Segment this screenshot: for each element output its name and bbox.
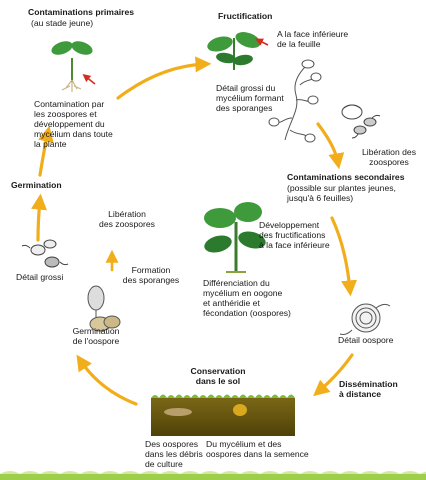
label-oospore-detail: Détail oospore xyxy=(338,335,394,345)
seedling-illustration xyxy=(51,41,96,92)
label-mycelium-in-seed: Du mycélium et des oospores dans la seme… xyxy=(206,439,309,459)
label-zoospore-release-right: Libération des zoospores xyxy=(362,147,416,167)
zoospores-left xyxy=(21,239,69,268)
arrow-oospore-to-soil xyxy=(313,353,354,397)
label-primary-subtitle: (au stade jeune) xyxy=(31,18,94,28)
label-enlarged-detail: Détail grossi xyxy=(16,272,64,282)
label-sporangia-formation: Formation des sporanges xyxy=(122,265,180,285)
arrow-germination-to-primary xyxy=(31,193,48,242)
oospore-detail xyxy=(339,303,391,335)
mycelium-detail xyxy=(268,59,322,143)
label-zoospore-release-center: Libération des zoospores xyxy=(99,209,155,229)
soil-layer xyxy=(151,394,295,436)
label-soil-conservation-title: Conservation dans le sol xyxy=(190,366,246,386)
label-oospore-germination: Germination de l'oospore xyxy=(72,326,120,346)
zoospore-release-right xyxy=(341,104,381,139)
label-dissemination-title: Dissémination à distance xyxy=(339,379,398,399)
arrow-secondary-to-oospore xyxy=(330,216,358,297)
label-oospores-in-debris: Des oospores dans les débris de culture xyxy=(145,439,203,469)
label-secondary-contamination-title: Contaminations secondaires xyxy=(287,172,405,182)
fructification-plant xyxy=(207,32,269,70)
label-leaf-underside: A la face inférieure de la feuille xyxy=(277,29,349,49)
label-fructification-title: Fructification xyxy=(218,11,273,21)
arrow-primary-to-fructification xyxy=(116,56,212,100)
label-primary-contamination-title: Contaminations primaires xyxy=(28,7,135,17)
arrow-germ-up xyxy=(38,125,54,177)
label-fructification-development: Développement des fructifications à la f… xyxy=(259,220,330,250)
central-plant xyxy=(204,202,266,273)
infection-arrow-red xyxy=(82,74,96,85)
arrow-fructification-to-secondary xyxy=(316,122,345,170)
arrow-soil-to-germination xyxy=(76,354,138,406)
cycle-arrows xyxy=(31,56,358,406)
label-primary-desc: Contamination par les zoospores et dével… xyxy=(34,99,113,149)
label-mycelium-detail: Détail grossi du mycélium formant des sp… xyxy=(216,83,284,113)
oospore-germination xyxy=(87,285,121,332)
label-germination-title: Germination xyxy=(11,180,62,190)
footer-grass-band xyxy=(0,471,426,480)
label-oogone-differentiation: Différenciation du mycélium en oogone et… xyxy=(203,278,291,318)
label-secondary-subtitle: (possible sur plantes jeunes, jusqu'à 6 … xyxy=(287,183,396,203)
